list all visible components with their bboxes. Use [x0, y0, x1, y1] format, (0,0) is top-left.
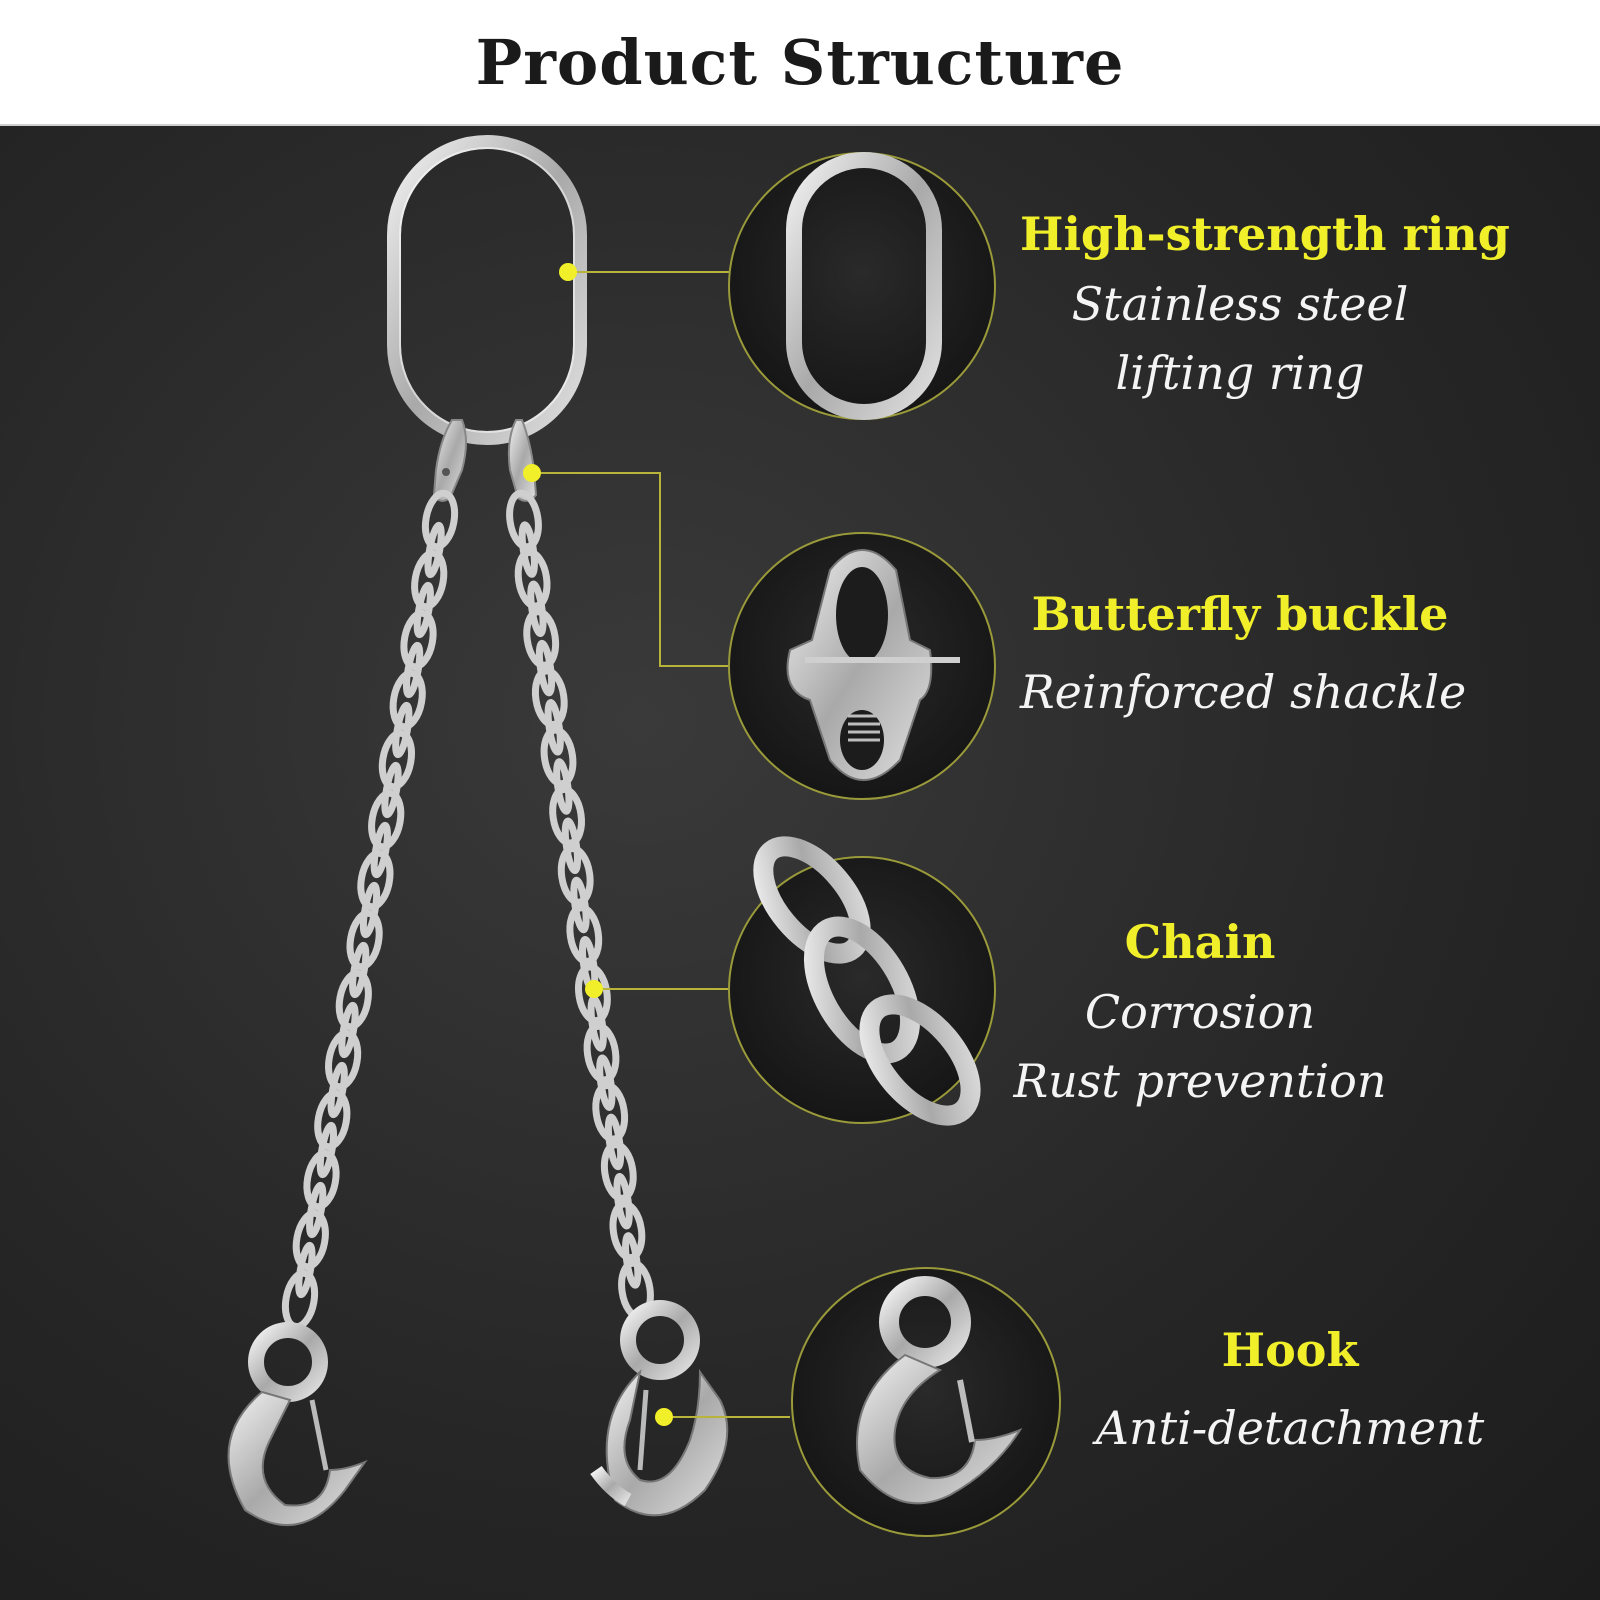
- chain-link-left-15: [349, 941, 370, 999]
- page-title: Product Structure: [475, 25, 1125, 99]
- chain-link-left-18: [325, 1029, 362, 1091]
- chain-link-left-22: [303, 1149, 340, 1211]
- callout-buckle: Butterfly buckle Reinforced shackle: [1020, 586, 1467, 727]
- chain-link-left-7: [392, 701, 413, 759]
- callout-chain: Chain Corrosion Rust prevention: [1000, 914, 1400, 1116]
- buckle-detail-circle: [728, 532, 996, 800]
- callout-hook: Hook Anti-detachment: [1070, 1322, 1510, 1463]
- chain-link-right-1: [518, 521, 538, 578]
- chain-link-left-5: [402, 641, 424, 699]
- chain-link-right-5: [535, 639, 556, 697]
- chain-link-right-19: [596, 1054, 616, 1111]
- chain-link-left-21: [316, 1121, 338, 1179]
- chain-link-right-22: [600, 1141, 637, 1202]
- hook-icon: [856, 1276, 1023, 1505]
- chain-link-right-18: [583, 1022, 620, 1084]
- chain-detail-circle: [728, 836, 996, 1126]
- chain-link-left-14: [346, 909, 383, 971]
- callout-ring-line-2: lifting ring: [1115, 345, 1365, 400]
- chain-link-right-6: [531, 667, 568, 728]
- chain-link-right-2: [514, 548, 551, 610]
- callout-ring-line-1: Stainless steel: [1071, 276, 1409, 331]
- buckle-icon: [786, 549, 960, 781]
- chains: [281, 489, 654, 1331]
- callout-ring-title: High-strength ring: [1020, 207, 1510, 261]
- right-hook: [590, 1300, 729, 1517]
- chain-link-left-19: [327, 1061, 348, 1119]
- chain-link-left-0: [421, 489, 459, 551]
- header-bar: Product Structure: [0, 0, 1600, 126]
- chain-link-right-25: [622, 1232, 642, 1289]
- left-hook: [227, 1322, 368, 1526]
- chain-icon: [753, 836, 981, 1126]
- chain-link-right-3: [527, 580, 547, 638]
- chain-link-left-10: [368, 789, 405, 851]
- chain-link-right-8: [540, 726, 577, 788]
- hook-detail-circle: [791, 1267, 1061, 1537]
- chain-link-left-6: [389, 669, 426, 731]
- callout-chain-line-2: Rust prevention: [1013, 1053, 1387, 1108]
- chain-link-left-13: [359, 881, 381, 939]
- chain-link-right-12: [557, 845, 594, 906]
- chain-link-left-2: [411, 549, 448, 611]
- chain-link-right-9: [553, 758, 573, 815]
- chain-link-right-10: [549, 785, 585, 847]
- chain-link-right-21: [604, 1113, 625, 1171]
- chain-link-left-4: [400, 609, 437, 671]
- chain-link-right-24: [609, 1200, 646, 1262]
- callout-ring: High-strength ring Stainless steel lifti…: [1020, 206, 1510, 408]
- callout-chain-title: Chain: [1124, 915, 1276, 969]
- chain-link-right-0: [506, 489, 542, 551]
- chain-link-left-16: [335, 969, 372, 1031]
- ring-detail-circle: [728, 152, 996, 420]
- chain-link-left-20: [314, 1089, 351, 1151]
- ring-icon: [786, 152, 942, 420]
- chain-link-left-3: [413, 581, 434, 639]
- callout-buckle-line-1: Reinforced shackle: [1020, 664, 1467, 719]
- chain-link-left-12: [357, 849, 394, 911]
- chain-link-right-23: [613, 1172, 633, 1230]
- callout-hook-title: Hook: [1221, 1323, 1359, 1377]
- chain-link-right-7: [544, 699, 564, 756]
- chain-link-right-13: [570, 876, 590, 934]
- chain-link-left-8: [378, 729, 415, 791]
- chain-link-right-11: [561, 817, 582, 875]
- callout-buckle-title: Butterfly buckle: [1031, 587, 1449, 641]
- chain-link-right-16: [575, 963, 611, 1025]
- chain-link-left-23: [306, 1181, 327, 1239]
- chain-link-right-4: [523, 608, 560, 669]
- callout-hook-line-1: Anti-detachment: [1095, 1400, 1485, 1455]
- chain-link-left-1: [424, 521, 445, 579]
- chain-link-left-9: [381, 761, 402, 819]
- chain-link-left-24: [292, 1209, 329, 1271]
- chain-link-left-17: [338, 1001, 359, 1059]
- connector-lines: [532, 271, 790, 1418]
- connector-dots: [523, 263, 673, 1426]
- chain-link-right-20: [592, 1082, 629, 1143]
- chain-link-left-11: [370, 821, 391, 879]
- chain-link-right-14: [566, 904, 603, 965]
- callout-chain-line-1: Corrosion: [1084, 984, 1316, 1039]
- master-ring: [387, 135, 587, 445]
- chain-link-right-17: [587, 995, 607, 1052]
- chain-link-left-25: [295, 1241, 316, 1299]
